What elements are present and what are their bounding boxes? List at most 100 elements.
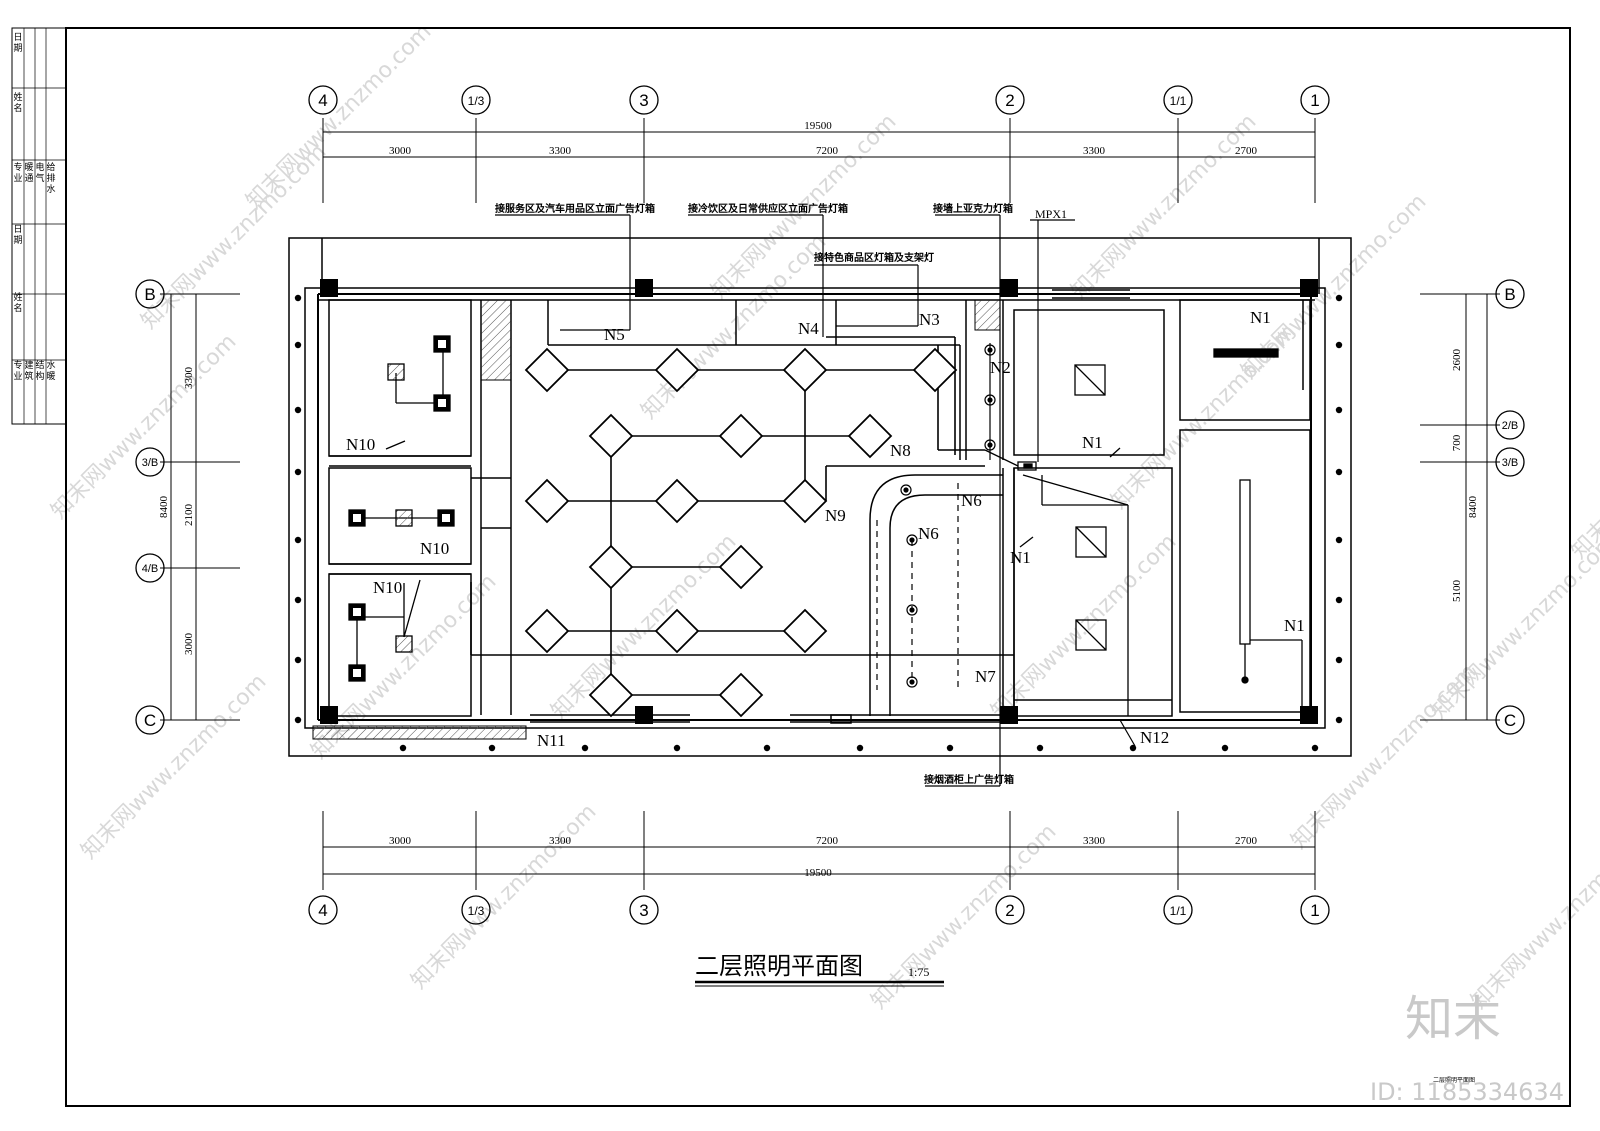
diamond-light-fixture [782, 608, 828, 654]
svg-text:3/B: 3/B [142, 457, 159, 469]
dim-span-left: 3300 [183, 367, 195, 390]
perimeter-light [1335, 294, 1343, 302]
perimeter-light [856, 744, 864, 752]
axis-bubble: 1/3 [461, 85, 491, 115]
axis-bubble: B [1495, 279, 1525, 309]
svg-text:C: C [144, 711, 156, 730]
circuit-label-n5: N5 [604, 325, 625, 344]
title-block-char: 筑 [24, 370, 33, 381]
axis-bubble: 3/B [1495, 447, 1525, 477]
circuit-label-n8: N8 [890, 441, 911, 460]
circuit-label-n6: N6 [961, 491, 982, 510]
brand-overlay: 知末 ID: 1185334634 [1370, 991, 1564, 1106]
brand-mark: 知末 [1405, 991, 1501, 1047]
title-block-char: 姓 [13, 91, 22, 102]
title-block-char: 电 [35, 161, 44, 172]
watermark-text: 知末网www.znzmo.com [47, 329, 242, 524]
distribution-panel [984, 449, 1037, 471]
perimeter-light [1036, 744, 1044, 752]
diamond-light-fixture [588, 413, 634, 459]
circuit-label-n4: N4 [798, 319, 819, 338]
title-block-char: 专 [13, 161, 22, 172]
watermark-text: 知末网www.znzmo.com [1567, 369, 1600, 564]
watermark-text: 知末网www.znzmo.com [242, 19, 437, 214]
watermark-text: 知末网www.znzmo.com [77, 669, 272, 864]
note-cold-drink: 接冷饮区及日常供应区立面广告灯箱 [688, 202, 848, 215]
title-block-char: 暖 [24, 161, 33, 172]
title-block-char: 水 [46, 183, 55, 194]
perimeter-light [294, 468, 302, 476]
axis-bubble: 4 [308, 895, 338, 925]
perimeter-light [1311, 744, 1319, 752]
dim-span-right: 700 [1451, 434, 1463, 451]
perimeter-light [763, 744, 771, 752]
title-block-char: 构 [35, 370, 44, 381]
circuit-label-n1: N1 [1250, 308, 1271, 327]
diamond-light-fixture [847, 413, 893, 459]
svg-text:1/3: 1/3 [468, 904, 485, 918]
circuit-label-n1: N1 [1284, 616, 1305, 635]
svg-text:1: 1 [1310, 901, 1319, 920]
dim-span-top: 3000 [389, 145, 412, 157]
title-block-char: 业 [13, 173, 22, 183]
drawing-title-block: 二层照明平面图 1:75 二层照明平面图 [695, 952, 1475, 1084]
diamond-light-fixture [654, 608, 700, 654]
diamond-light-fixture [718, 672, 764, 718]
top-dimensions [322, 118, 1316, 203]
structural-columns [320, 279, 1318, 724]
left-dimensions [160, 293, 240, 721]
right-dimensions [1420, 293, 1500, 721]
diamond-light-fixture [912, 347, 958, 393]
dim-span-top: 7200 [816, 145, 839, 157]
svg-text:B: B [144, 285, 155, 304]
svg-text:B: B [1504, 285, 1515, 304]
perimeter-light [1335, 406, 1343, 414]
axis-bubble: 2/B [1495, 410, 1525, 440]
note-wall-acrylic: 接墙上亚克力灯箱 [933, 202, 1013, 215]
perimeter-light [1335, 596, 1343, 604]
diamond-light-fixture [524, 608, 570, 654]
axis-bubble: 1/1 [1163, 895, 1193, 925]
svg-text:3: 3 [639, 901, 648, 920]
bottom-dimensions [322, 811, 1316, 890]
svg-text:3/B: 3/B [1502, 457, 1519, 469]
dimension-texts: 19500 3000 3300 7200 3300 2700 3000 3300… [158, 120, 1479, 879]
perimeter-light [673, 744, 681, 752]
dim-span-top: 3300 [1083, 145, 1106, 157]
axis-bubble: 3 [629, 85, 659, 115]
note-texts: 接服务区及汽车用品区立面广告灯箱 接冷饮区及日常供应区立面广告灯箱 接墙上亚克力… [495, 202, 1014, 786]
diamond-light-fixture [718, 413, 764, 459]
axis-bubble: 3 [629, 895, 659, 925]
axis-bubble: C [135, 705, 165, 735]
watermark-text: 知末网www.znzmo.com [1467, 819, 1600, 1014]
title-block-char: 专 [13, 359, 22, 370]
axis-bubble: 1/3 [461, 895, 491, 925]
title-block-char: 名 [13, 102, 22, 113]
bottom-tiny-label: 二层照明平面图 [1433, 1077, 1475, 1084]
drawing-frame [65, 27, 1571, 1107]
axis-bubble: C [1495, 705, 1525, 735]
diamond-light-fixture [782, 347, 828, 393]
perimeter-light [399, 744, 407, 752]
title-block-char: 给 [46, 161, 55, 172]
note-special-goods: 接特色商品区灯箱及支架灯 [814, 251, 934, 264]
dim-total-right: 8400 [1467, 496, 1479, 519]
perimeter-light [294, 716, 302, 724]
dim-span-bottom: 3300 [549, 835, 572, 847]
title-block-char: 名 [13, 302, 22, 313]
drawing-title: 二层照明平面图 [695, 952, 863, 980]
svg-text:2: 2 [1005, 91, 1014, 110]
title-block-char: 期 [13, 235, 22, 245]
circuit-label-n9: N9 [825, 506, 846, 525]
circuit-label-n10: N10 [346, 435, 375, 454]
axis-bubble: 3/B [135, 447, 165, 477]
diamond-light-fixture [524, 478, 570, 524]
diamond-light-fixture [588, 672, 634, 718]
note-tobacco-wine: 接烟酒柜上广告灯箱 [924, 773, 1014, 786]
axis-bubble: 1 [1300, 895, 1330, 925]
diamond-light-fixture [782, 478, 828, 524]
perimeter-light [294, 536, 302, 544]
hatched-areas [312, 299, 1001, 740]
perimeter-light [294, 294, 302, 302]
